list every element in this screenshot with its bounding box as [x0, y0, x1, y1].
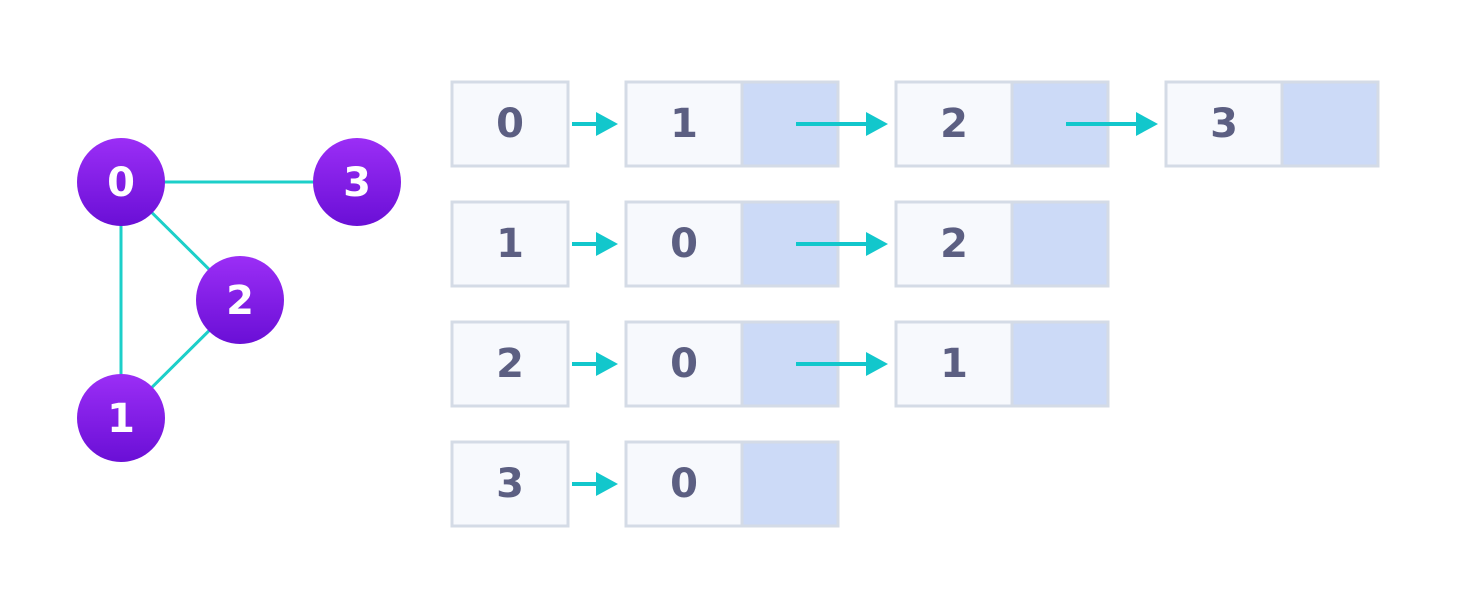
graph-node-0: 0 — [77, 138, 165, 226]
cell-value: 0 — [496, 101, 524, 147]
head-arrow — [572, 112, 618, 136]
head-arrow — [572, 472, 618, 496]
value-cell — [624, 440, 744, 528]
next-pointer-cell — [1010, 200, 1110, 288]
next-pointer-cell — [1010, 320, 1110, 408]
graph-nodes: 0 1 2 3 — [77, 138, 401, 462]
graph-node-circle — [313, 138, 401, 226]
cell-value: 0 — [670, 221, 698, 267]
head-arrow — [572, 352, 618, 376]
vertex-head-cell: 2 — [450, 320, 570, 408]
graph-node-circle — [77, 374, 165, 462]
cell-value: 0 — [670, 461, 698, 507]
graph-node-1: 1 — [77, 374, 165, 462]
graph-node-3: 3 — [313, 138, 401, 226]
cell-value: 2 — [940, 221, 968, 267]
next-pointer-cell — [1280, 80, 1380, 168]
graph-node-circle — [196, 256, 284, 344]
graph-node-2: 2 — [196, 256, 284, 344]
adjacency-row-1: 1 0 2 — [450, 200, 1110, 288]
list-node-2: 2 — [894, 200, 1110, 288]
list-node-1: 1 — [894, 320, 1110, 408]
next-pointer-cell — [740, 440, 840, 528]
cell-value: 0 — [670, 341, 698, 387]
list-node-3: 3 — [1164, 80, 1380, 168]
vertex-head-cell: 0 — [450, 80, 570, 168]
cell-value: 3 — [1210, 101, 1238, 147]
graph-node-label: 0 — [107, 160, 135, 206]
graph-node-label: 1 — [107, 396, 135, 442]
cell-value: 2 — [940, 101, 968, 147]
list-node-1: 1 — [624, 80, 840, 168]
graph-node-circle — [77, 138, 165, 226]
graph-node-label: 2 — [226, 278, 254, 324]
value-cell — [894, 200, 1014, 288]
value-cell — [624, 200, 744, 288]
next-arrow — [1066, 112, 1158, 136]
value-cell — [894, 320, 1014, 408]
list-node-0: 0 — [624, 440, 840, 528]
adjacency-row-2: 2 0 1 — [450, 320, 1110, 408]
vertex-head-cell: 1 — [450, 200, 570, 288]
cell-value: 3 — [496, 461, 524, 507]
cell-value: 1 — [496, 221, 524, 267]
value-cell — [1164, 80, 1284, 168]
value-cell — [624, 80, 744, 168]
adjacency-row-0: 0 1 2 3 — [450, 80, 1380, 168]
next-arrow — [796, 112, 888, 136]
value-cell — [624, 320, 744, 408]
cell-value: 1 — [940, 341, 968, 387]
cell-value: 1 — [670, 101, 698, 147]
graph-node-label: 3 — [343, 160, 371, 206]
next-arrow — [796, 352, 888, 376]
vertex-head-cell: 3 — [450, 440, 570, 528]
head-arrow — [572, 232, 618, 256]
cell-value: 2 — [496, 341, 524, 387]
next-arrow — [796, 232, 888, 256]
value-cell — [894, 80, 1014, 168]
